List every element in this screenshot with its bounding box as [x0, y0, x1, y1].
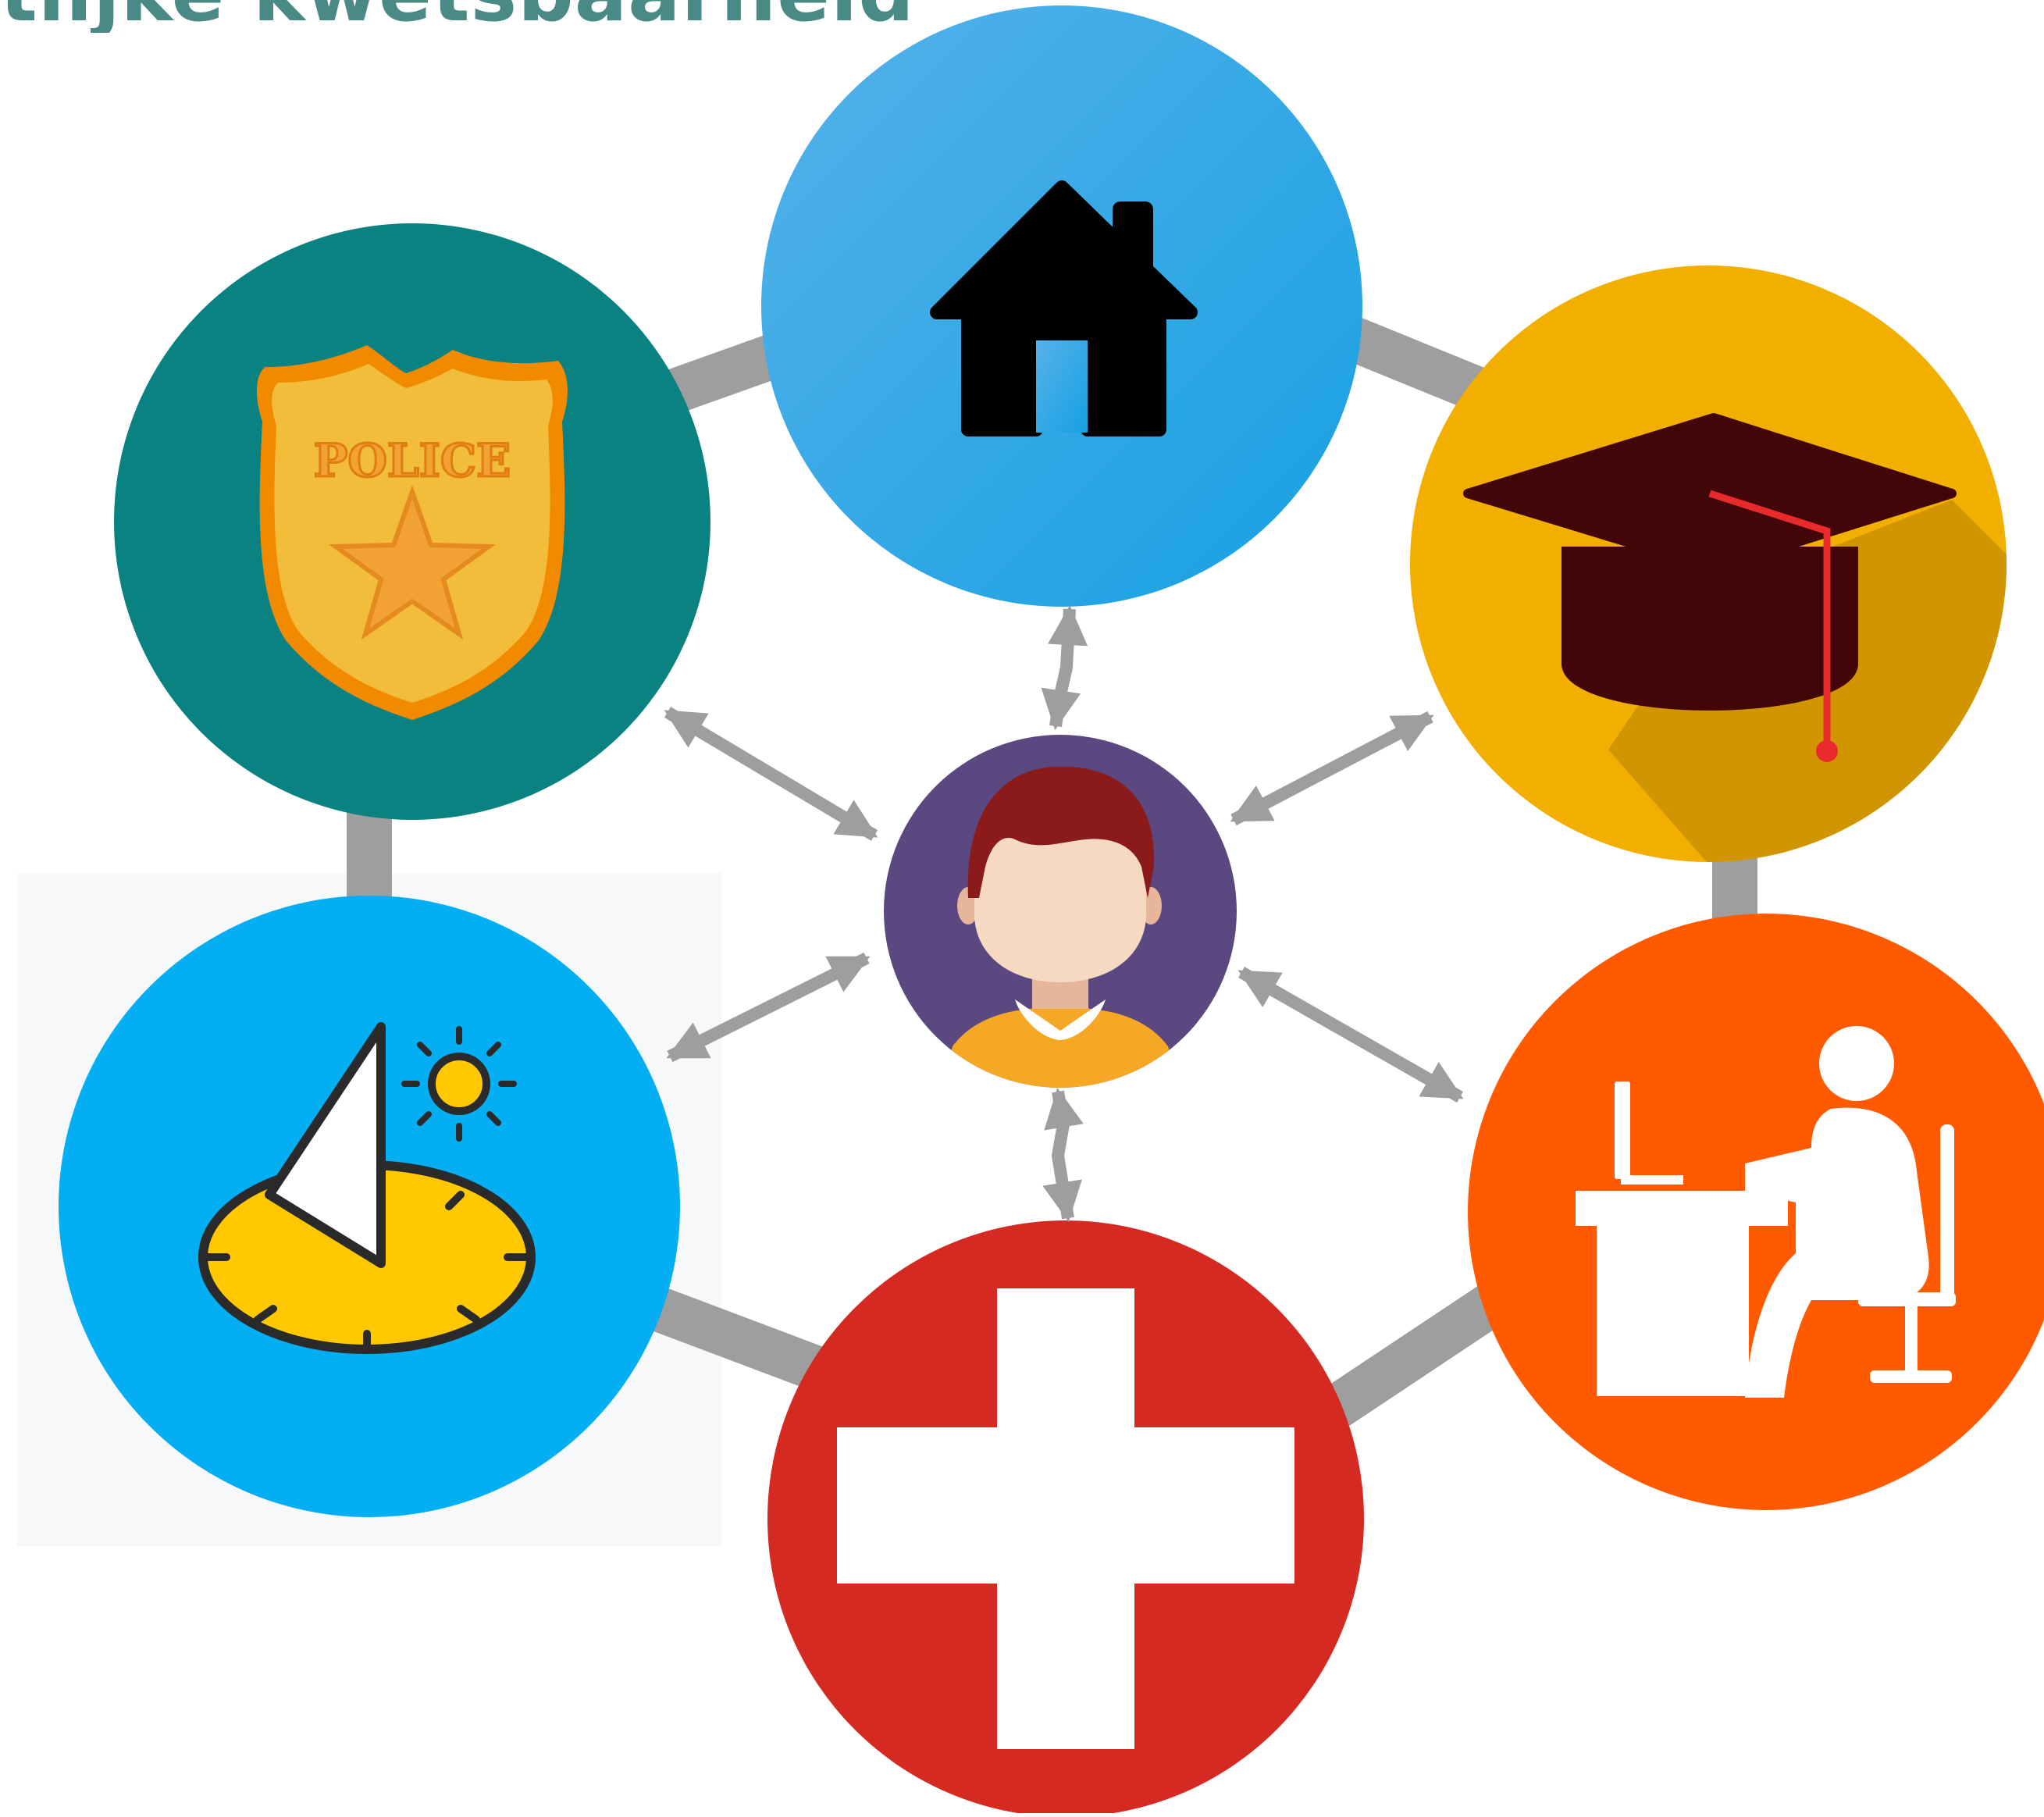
- node-police: POLICE: [114, 223, 710, 820]
- badge-text: POLICE: [314, 434, 511, 487]
- sundial-icon: [198, 1022, 536, 1354]
- monitor-icon: [1615, 1081, 1630, 1179]
- arrow-person-work: [1237, 967, 1464, 1103]
- node-person: [884, 735, 1237, 1088]
- node-work: [1468, 914, 2044, 1510]
- red-cross-icon: [837, 1288, 1294, 1749]
- page-title: tlijke kwetsbaarheid: [0, 0, 1015, 33]
- center-arrows: [664, 604, 1464, 1223]
- arrow-person-police: [664, 707, 878, 841]
- arrow-person-education: [1230, 711, 1434, 826]
- police-star-icon: [329, 484, 496, 640]
- node-health: [767, 1220, 1364, 1817]
- node-home: [761, 5, 1362, 607]
- chair-icon: [1940, 1124, 1954, 1300]
- graduation-cap-icon: [1463, 413, 1957, 762]
- desk-icon: [1576, 1191, 1788, 1226]
- arrow-person-health: [1042, 1087, 1084, 1223]
- arrow-person-time: [666, 952, 871, 1063]
- person-at-desk-icon: [1576, 1026, 1956, 1398]
- head: [1819, 1026, 1894, 1101]
- connector-work-health: [1314, 1281, 1511, 1433]
- police-badge-icon: POLICE: [256, 345, 568, 720]
- arrow-person-home: [1041, 604, 1088, 731]
- sun-icon: [428, 1053, 490, 1115]
- house-icon: [930, 180, 1198, 436]
- sundial-gnomon: [265, 1022, 386, 1268]
- tassel-icon: [1708, 490, 1831, 750]
- node-education: [1410, 265, 2007, 862]
- node-time: [59, 896, 680, 1517]
